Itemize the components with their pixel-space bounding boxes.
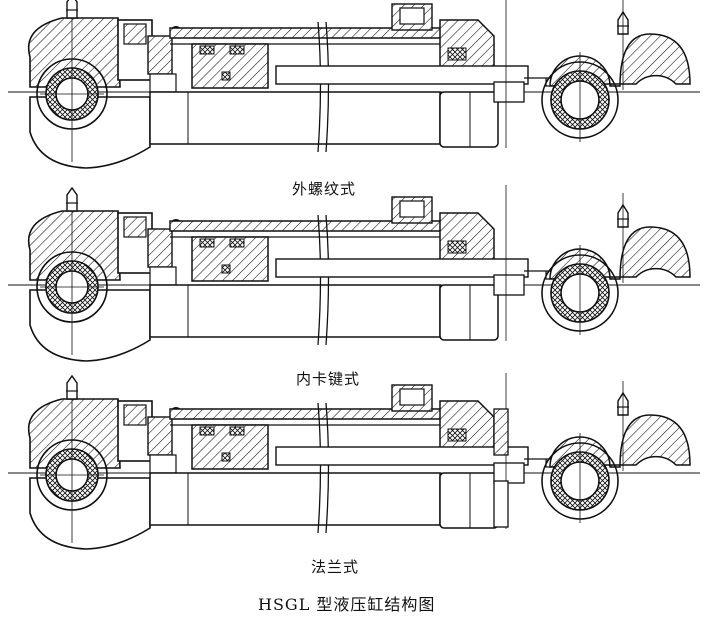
figure-title: HSGL 型液压缸结构图 [258,595,436,614]
panel-internal-key [7,184,701,362]
caption-flange: 法兰式 [311,558,360,576]
caption-internal-key: 内卡键式 [296,370,361,388]
caption-external-thread: 外螺纹式 [292,180,357,198]
panel-external-thread [7,0,701,169]
panel-flange [7,372,701,550]
